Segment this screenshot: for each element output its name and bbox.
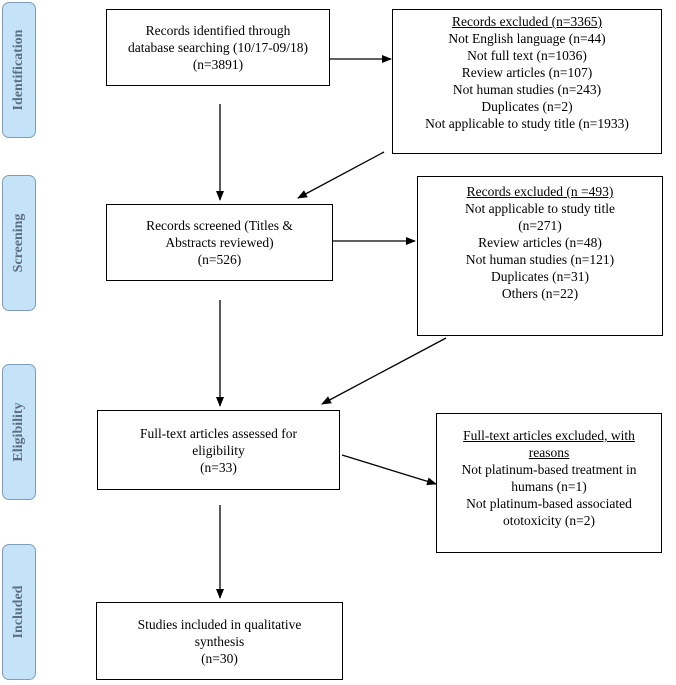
full-text-assessed-count: (n=33) [200,459,237,475]
records-identified-count: (n=3891) [192,57,244,72]
exclusion-reason: Review articles (n=48) [478,235,602,250]
full-text-excluded-heading-line2: reasons [528,445,570,460]
exclusion-reason: Not platinum-based associated [466,496,632,511]
exclusion-reason: Not human studies (n=243) [452,82,602,97]
exclusion-reason: Not applicable to study title [465,201,615,216]
records-excluded-screening-heading: Records excluded (n =493) [466,184,614,199]
phase-included: Included [2,544,36,680]
full-text-assessed-line2: eligibility [192,442,245,458]
studies-included-line1: Studies included in qualitative [137,616,302,632]
exclusion-reason: Review articles (n=107) [461,65,593,80]
phase-screening: Screening [2,175,36,311]
studies-included-box: Studies included in qualitative synthesi… [96,602,343,680]
exclusion-reason: humans (n=1) [511,479,587,494]
arrow-excluded-to-screened [297,151,385,199]
records-screened-count: (n=526) [197,252,242,267]
phase-identification: Identification [2,2,36,138]
full-text-excluded-heading-line1: Full-text articles excluded, with [463,428,635,443]
exclusion-reason: Duplicates (n=2) [481,99,573,114]
exclusion-reason: Not English language (n=44) [448,31,606,46]
records-screened-line2: Abstracts reviewed) [165,235,274,250]
full-text-assessed-line1: Full-text articles assessed for [139,425,298,441]
exclusion-reason: Not applicable to study title (n=1933) [425,116,629,131]
exclusion-reason: Not platinum-based treatment in [461,462,637,477]
records-excluded-identification-box: Records excluded (n=3365) Not English la… [392,9,662,154]
records-screened-line1: Records screened (Titles & [146,218,293,233]
exclusion-reason: Not full text (n=1036) [467,48,587,63]
studies-included-line2: synthesis [194,633,245,649]
exclusion-reason: Not human studies (n=121) [465,252,615,267]
records-identified-line2: database searching (10/17-09/18) [128,40,308,55]
records-excluded-identification-heading: Records excluded (n=3365) [451,14,603,29]
full-text-excluded-box: Full-text articles excluded, with reason… [436,413,662,553]
exclusion-reason: ototoxicity (n=2) [503,513,595,528]
records-screened-box: Records screened (Titles & Abstracts rev… [106,204,333,281]
phase-eligibility: Eligibility [2,364,36,500]
arrow-assessed-to-excluded [341,454,437,486]
arrow-excluded-to-assessed [321,337,447,405]
records-identified-box: Records identified through database sear… [106,9,330,86]
exclusion-reason: (n=271) [518,218,562,233]
full-text-assessed-box: Full-text articles assessed for eligibil… [97,410,340,490]
records-excluded-screening-box: Records excluded (n =493) Not applicable… [417,176,663,336]
studies-included-count: (n=30) [201,650,238,666]
records-identified-line1: Records identified through [145,23,291,38]
exclusion-reason: Duplicates (n=31) [491,269,589,284]
exclusion-reason: Others (n=22) [501,286,579,301]
